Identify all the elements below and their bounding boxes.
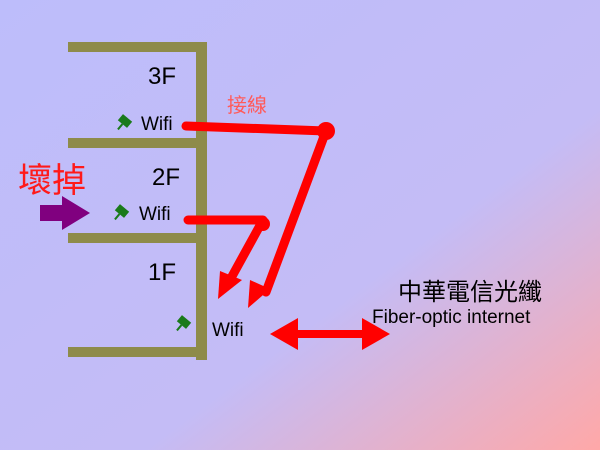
broken-label: 壞掉 — [18, 161, 86, 201]
isp-name-en: Fiber-optic internet — [372, 307, 531, 328]
floor-label-3f: 3F — [148, 63, 176, 90]
isp-name-zh: 中華電信光纖 — [398, 278, 542, 306]
building — [68, 42, 207, 360]
wifi-label-3f: Wifi — [141, 114, 173, 135]
wiring-label: 接線 — [227, 93, 267, 117]
router-antenna-icon — [117, 114, 133, 131]
wifi-label-1f: Wifi — [212, 320, 244, 341]
wifi-label-2f: Wifi — [139, 204, 171, 225]
floor-label-1f: 1F — [148, 259, 176, 286]
connection-double-arrow — [270, 318, 390, 350]
floor-label-2f: 2F — [152, 164, 180, 191]
cable-3f-joint — [317, 122, 335, 140]
floor-2-ceiling — [68, 138, 207, 148]
floor-1-ceiling — [68, 233, 207, 243]
floor-3-ceiling — [68, 42, 207, 52]
right-arrow-icon — [40, 196, 90, 230]
cable-2f-arrowhead — [218, 271, 242, 299]
cable-3f-arrowhead — [248, 280, 270, 308]
router-antenna-icon — [176, 315, 192, 332]
cable-2f-joint — [256, 217, 270, 231]
building-back-wall — [196, 42, 207, 360]
router-antenna-icon — [114, 204, 130, 221]
ground-floor — [68, 347, 207, 357]
